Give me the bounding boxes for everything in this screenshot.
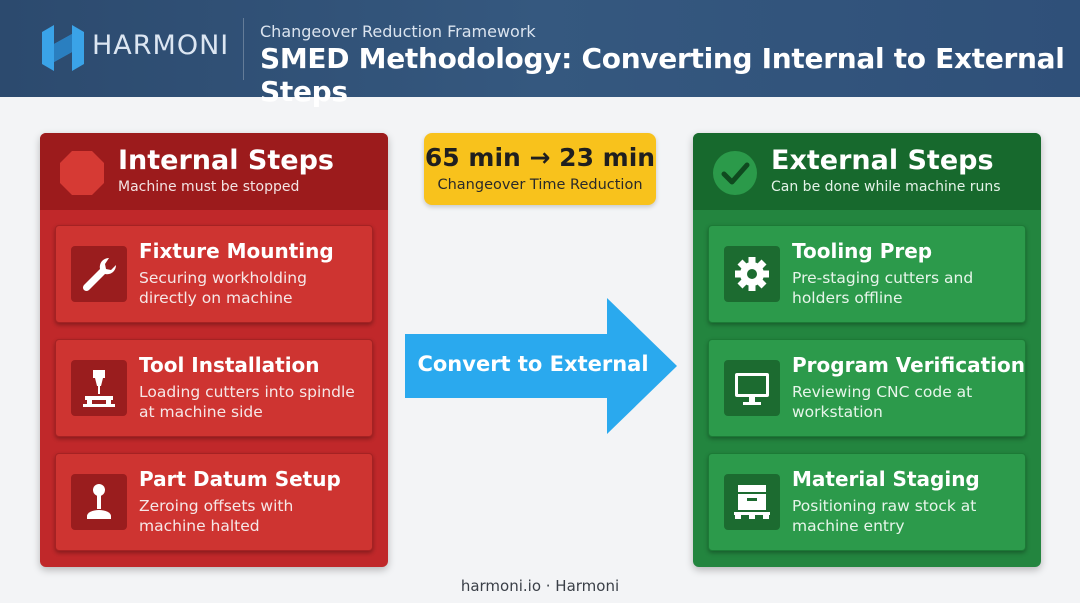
convert-arrow-icon <box>405 298 677 434</box>
stop-octagon-icon <box>60 151 104 195</box>
pallet-icon <box>724 474 780 530</box>
time-reduction-value: 65 min → 23 min <box>424 143 656 172</box>
header-bar: HARMONI Changeover Reduction Framework S… <box>0 0 1080 108</box>
step-title: Fixture Mounting <box>139 239 334 263</box>
internal-panel-header: Internal Steps Machine must be stopped <box>40 133 388 210</box>
external-step-card[interactable]: Material Staging Positioning raw stock a… <box>708 453 1026 551</box>
header-divider <box>243 18 244 80</box>
harmoni-logo-icon <box>42 25 84 71</box>
internal-step-card[interactable]: Fixture Mounting Securing workholding di… <box>55 225 373 323</box>
step-title: Tool Installation <box>139 353 320 377</box>
step-description: Zeroing offsets with machine halted <box>139 497 294 535</box>
step-title: Tooling Prep <box>792 239 933 263</box>
monitor-icon <box>724 360 780 416</box>
step-description: Positioning raw stock at machine entry <box>792 497 977 535</box>
external-subtitle: Can be done while machine runs <box>771 179 1001 195</box>
step-title: Material Staging <box>792 467 980 491</box>
internal-step-card[interactable]: Tool Installation Loading cutters into s… <box>55 339 373 437</box>
page-title: SMED Methodology: Converting Internal to… <box>260 42 1065 108</box>
step-description: Loading cutters into spindle at machine … <box>139 383 355 421</box>
joystick-icon <box>71 474 127 530</box>
external-step-card[interactable]: Program Verification Reviewing CNC code … <box>708 339 1026 437</box>
spindle-icon <box>71 360 127 416</box>
time-reduction-label: Changeover Time Reduction <box>437 177 643 193</box>
step-description: Pre-staging cutters and holders offline <box>792 269 974 307</box>
internal-step-card[interactable]: Part Datum Setup Zeroing offsets with ma… <box>55 453 373 551</box>
brand-name: HARMONI <box>92 30 230 61</box>
external-steps-panel: External Steps Can be done while machine… <box>693 133 1041 567</box>
gear-icon <box>724 246 780 302</box>
internal-subtitle: Machine must be stopped <box>118 179 300 195</box>
wrench-icon <box>71 246 127 302</box>
step-title: Program Verification <box>792 353 1025 377</box>
step-description: Securing workholding directly on machine <box>139 269 307 307</box>
page-subtitle: Changeover Reduction Framework <box>260 22 536 41</box>
external-panel-header: External Steps Can be done while machine… <box>693 133 1041 210</box>
step-title: Part Datum Setup <box>139 467 341 491</box>
check-circle-icon <box>713 151 757 195</box>
time-reduction-badge: 65 min → 23 min Changeover Time Reductio… <box>424 133 656 205</box>
external-title: External Steps <box>771 145 994 176</box>
convert-arrow-label: Convert to External <box>417 352 649 376</box>
footer-credit: harmoni.io · Harmoni <box>460 577 620 595</box>
external-step-card[interactable]: Tooling Prep Pre-staging cutters and hol… <box>708 225 1026 323</box>
internal-title: Internal Steps <box>118 145 334 176</box>
step-description: Reviewing CNC code at workstation <box>792 383 973 421</box>
internal-steps-panel: Internal Steps Machine must be stopped F… <box>40 133 388 567</box>
